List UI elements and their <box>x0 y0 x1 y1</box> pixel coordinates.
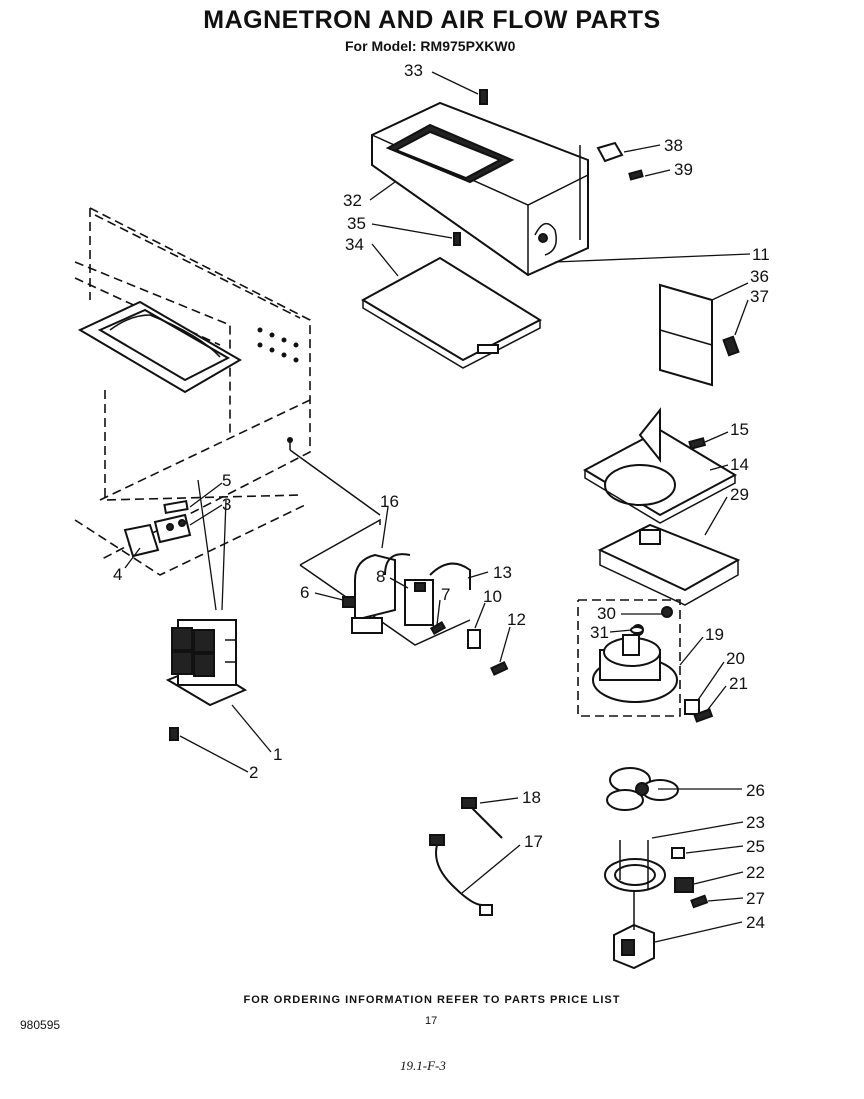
oven-cavity-outline <box>74 207 311 576</box>
callout-25: 25 <box>746 837 765 856</box>
callout-33: 33 <box>404 61 423 80</box>
callout-7: 7 <box>441 585 450 604</box>
callout-21: 21 <box>729 674 748 693</box>
callout-20: 20 <box>726 649 745 668</box>
motor-mount <box>604 840 709 970</box>
callout-1: 1 <box>273 745 282 764</box>
fan-motor-group <box>577 599 714 723</box>
callout-23: 23 <box>746 813 765 832</box>
callout-37: 37 <box>750 287 769 306</box>
callout-38: 38 <box>664 136 683 155</box>
leader-lines <box>124 71 751 943</box>
bracket-38 <box>596 141 644 181</box>
fan-bracket-14 <box>582 407 738 524</box>
document-number: 980595 <box>20 1018 61 1032</box>
magnetron-lid <box>77 300 242 394</box>
handwritten-code: 19.1-F-3 <box>400 1058 446 1073</box>
blower-housing <box>371 101 589 277</box>
callout-17: 17 <box>524 832 543 851</box>
callout-36: 36 <box>750 267 769 286</box>
callout-39: 39 <box>674 160 693 179</box>
callout-8: 8 <box>376 567 385 586</box>
callout-22: 22 <box>746 863 765 882</box>
callout-27: 27 <box>746 889 765 908</box>
fuse-holder <box>123 499 192 558</box>
callout-2: 2 <box>249 763 258 782</box>
callout-15: 15 <box>730 420 749 439</box>
model-subtitle: For Model: RM975PXKW0 <box>345 38 516 54</box>
callout-34: 34 <box>345 235 364 254</box>
callout-26: 26 <box>746 781 765 800</box>
callout-35: 35 <box>347 214 366 233</box>
screw-33 <box>479 89 488 105</box>
screw-35 <box>453 232 461 246</box>
callout-13: 13 <box>493 563 512 582</box>
ordering-note: FOR ORDERING INFORMATION REFER TO PARTS … <box>243 994 621 1006</box>
callout-19: 19 <box>705 625 724 644</box>
capacitor-assembly <box>287 437 509 676</box>
cover-plate-34 <box>360 256 543 369</box>
fan-blade-26 <box>606 767 679 811</box>
callout-32: 32 <box>343 191 362 210</box>
callout-4: 4 <box>113 565 122 584</box>
callout-29: 29 <box>730 485 749 504</box>
callout-30: 30 <box>597 604 616 623</box>
callout-18: 18 <box>522 788 541 807</box>
page-number: 17 <box>425 1015 438 1027</box>
callout-6: 6 <box>300 583 309 602</box>
callout-10: 10 <box>483 587 502 606</box>
callout-numbers: 33 38 39 32 35 34 11 36 37 15 14 29 16 5… <box>113 61 770 932</box>
page-title: MAGNETRON AND AIR FLOW PARTS <box>203 6 661 34</box>
air-guide-29 <box>597 523 741 606</box>
wire-harness <box>429 797 503 916</box>
callout-11: 11 <box>752 245 770 264</box>
callout-14: 14 <box>730 455 749 474</box>
callout-16: 16 <box>380 492 399 511</box>
callout-3: 3 <box>222 495 231 514</box>
transformer <box>165 619 248 741</box>
callout-31: 31 <box>590 623 609 642</box>
callout-5: 5 <box>222 471 231 490</box>
plate-36 <box>659 283 740 387</box>
callout-12: 12 <box>507 610 526 629</box>
callout-24: 24 <box>746 913 765 932</box>
